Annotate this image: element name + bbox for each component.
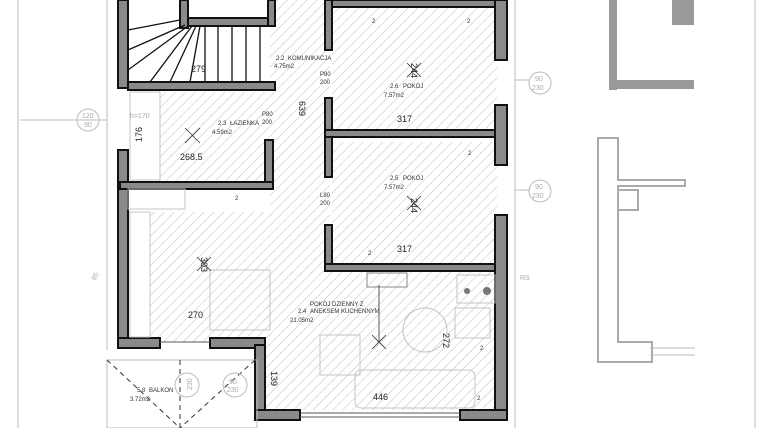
balcony: [106, 359, 258, 428]
room-pokoj-25: 2.5 POKÓJ 7.57m2: [384, 175, 423, 191]
dimensions: 279 268.5 176 639 244 317 244 317 303 27…: [134, 63, 451, 402]
svg-text:P80: P80: [320, 72, 331, 78]
svg-text:200: 200: [262, 120, 273, 126]
svg-text:POKÓJ DZIENNY Z: POKÓJ DZIENNY Z: [310, 301, 364, 308]
walls: [117, 0, 508, 421]
kitchen-cabinet: [127, 188, 186, 210]
svg-text:230: 230: [187, 378, 194, 390]
svg-text:90: 90: [535, 184, 543, 191]
svg-text:230: 230: [532, 193, 544, 200]
svg-text:639: 639: [297, 101, 307, 116]
svg-text:2: 2: [235, 196, 239, 202]
window-tags: 120 90 90 230 90 230 230 90 230 h=170 85…: [76, 71, 552, 394]
svg-text:2.5: 2.5: [390, 176, 399, 182]
svg-text:KOMUNIKACJA: KOMUNIKACJA: [288, 56, 331, 62]
svg-text:139: 139: [269, 371, 279, 386]
svg-text:h=170: h=170: [130, 113, 150, 120]
sofa: [354, 369, 476, 409]
kitchen-counter: [129, 211, 151, 338]
svg-text:244: 244: [409, 198, 419, 213]
staircase[interactable]: [127, 19, 261, 83]
svg-text:ŁAZIENKA: ŁAZIENKA: [230, 121, 259, 127]
svg-text:7.57m2: 7.57m2: [384, 185, 405, 191]
svg-text:2: 2: [368, 251, 372, 257]
svg-text:176: 176: [134, 127, 144, 142]
svg-text:L80: L80: [320, 193, 331, 199]
svg-text:317: 317: [397, 244, 412, 254]
round-table: [402, 307, 448, 353]
fridge: [366, 272, 408, 288]
svg-text:244: 244: [409, 63, 419, 78]
svg-text:POKÓJ: POKÓJ: [403, 175, 423, 182]
svg-text:279: 279: [191, 64, 206, 74]
svg-text:BALKON: BALKON: [149, 388, 173, 394]
room-pokoj-26: 2.6 POKÓJ 7.57m2: [384, 83, 423, 99]
bathtub: [129, 91, 161, 181]
neighbour-outline: [597, 0, 695, 363]
svg-text:200: 200: [320, 201, 331, 207]
svg-text:2.2: 2.2: [276, 56, 285, 62]
svg-text:3.72m2: 3.72m2: [130, 397, 151, 403]
svg-text:2.6: 2.6: [390, 84, 399, 90]
svg-text:230: 230: [532, 85, 544, 92]
svg-text:7.57m2: 7.57m2: [384, 93, 405, 99]
svg-text:4.59m2: 4.59m2: [212, 130, 233, 136]
sink: [454, 307, 491, 339]
svg-text:P80: P80: [262, 112, 273, 118]
guide-lines: [17, 0, 756, 428]
outlet-symbols: 2 2 2 2 2 2 2: [235, 19, 484, 402]
svg-text:2: 2: [372, 19, 376, 25]
svg-text:21.05m2: 21.05m2: [290, 318, 314, 324]
svg-text:230: 230: [227, 387, 239, 394]
svg-text:2: 2: [467, 19, 471, 25]
svg-text:303: 303: [199, 257, 209, 272]
svg-text:85: 85: [91, 271, 101, 281]
svg-text:2: 2: [480, 346, 484, 352]
svg-text:120: 120: [82, 113, 94, 120]
furniture: [127, 91, 496, 409]
svg-text:90: 90: [535, 76, 543, 83]
svg-text:446: 446: [373, 392, 388, 402]
table: [209, 269, 271, 331]
svg-text:317: 317: [397, 114, 412, 124]
svg-text:90: 90: [229, 379, 237, 386]
svg-text:90: 90: [84, 122, 92, 129]
svg-text:5.8: 5.8: [137, 388, 146, 394]
svg-text:2.3: 2.3: [218, 121, 227, 127]
stove: [456, 274, 496, 304]
svg-text:POKÓJ: POKÓJ: [403, 83, 423, 90]
armchair: [319, 334, 361, 376]
svg-text:4.75m2: 4.75m2: [274, 64, 295, 70]
svg-text:268.5: 268.5: [180, 152, 203, 162]
svg-text:2.4: 2.4: [298, 309, 307, 315]
light-fixtures: [184, 62, 422, 350]
svg-text:ANEKSEM KUCHENNYM: ANEKSEM KUCHENNYM: [310, 309, 380, 315]
door-labels: P80 200 P80 200 L80 200: [262, 72, 331, 207]
svg-text:200: 200: [320, 80, 331, 86]
svg-text:2: 2: [468, 151, 472, 157]
svg-text:RS: RS: [520, 275, 530, 282]
svg-text:272: 272: [441, 333, 451, 348]
svg-text:2: 2: [477, 396, 481, 402]
svg-text:270: 270: [188, 310, 203, 320]
